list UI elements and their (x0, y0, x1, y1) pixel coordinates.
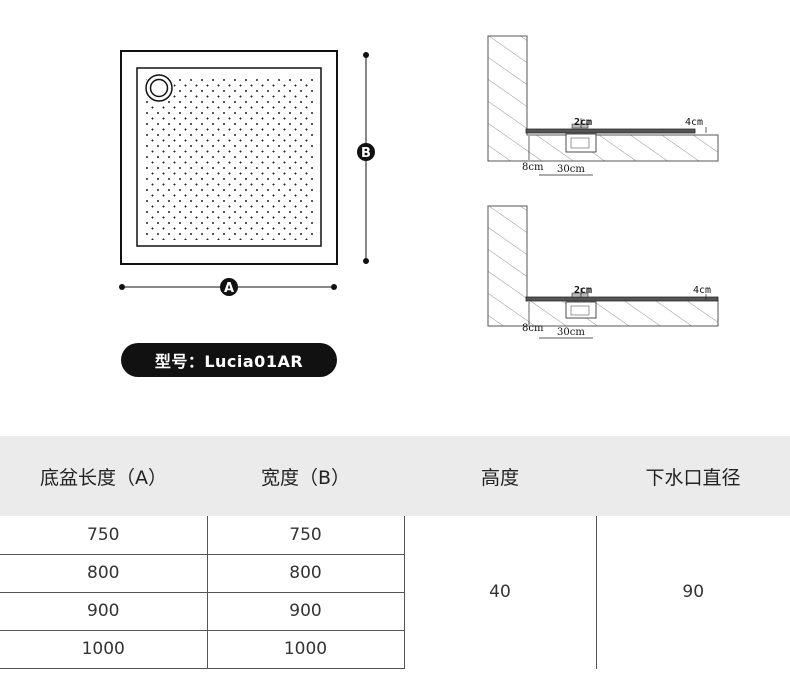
label-30cm: 30cm (557, 164, 585, 175)
dimension-a-label: A (224, 281, 234, 296)
cell-height: 40 (403, 516, 596, 669)
anti-slip-pattern (146, 76, 314, 240)
cell-drain-diameter: 90 (595, 516, 790, 669)
wall-floor-profile (487, 35, 719, 162)
label-4cm: 4cm (693, 285, 711, 296)
drain-inner-ring (149, 78, 169, 98)
cell-length: 800 (0, 553, 207, 593)
spec-table: 底盆长度（A） 宽度（B） 高度 下水口直径 750 750 40 90 800… (0, 436, 790, 670)
drain-cap (571, 292, 589, 298)
label-2cm: 2cm (574, 285, 592, 296)
model-badge: 型号：Lucia01AR (121, 343, 337, 377)
header-width: 宽度（B） (207, 436, 404, 516)
cell-width: 1000 (206, 629, 404, 670)
cell-length: 900 (0, 591, 207, 631)
tray-top-view: A B (119, 50, 375, 296)
dimension-b-marker (357, 143, 375, 161)
tray-drawing: A B (0, 0, 440, 310)
table-row: 900 900 (0, 591, 790, 631)
drain-cap (571, 123, 589, 129)
table-row: 1000 1000 (0, 629, 790, 670)
drain-outer-ring (145, 74, 173, 102)
label-2cm: 2cm (574, 117, 592, 128)
dimension-a-marker (220, 278, 238, 296)
cell-length: 1000 (0, 629, 207, 670)
table-row: 800 800 (0, 553, 790, 593)
tray-section (525, 128, 696, 134)
header-length: 底盆长度（A） (0, 436, 207, 516)
label-4cm: 4cm (685, 117, 703, 128)
cross-section-top: 2cm 4cm 8cm 30cm (487, 35, 719, 176)
model-label: 型号：Lucia01AR (154, 352, 304, 371)
wall-floor-profile (487, 205, 719, 327)
dimension-a-end (331, 284, 337, 290)
drain-trap (565, 133, 597, 153)
dimension-b-end (363, 258, 369, 264)
cross-section-bottom: 2cm 4cm 8cm 30cm (487, 205, 719, 339)
cell-length: 750 (87, 524, 120, 545)
header-drain-diameter: 下水口直径 (596, 436, 790, 516)
label-8cm: 8cm (522, 323, 544, 334)
tray-section (525, 296, 719, 302)
drain-trap (565, 301, 597, 319)
dimension-b-label: B (361, 146, 371, 161)
label-30cm: 30cm (557, 327, 585, 338)
table-row: 750 750 40 90 (0, 516, 790, 669)
dimension-a-start (119, 284, 125, 290)
cell-width: 750 (206, 516, 404, 555)
dimension-b-start (363, 52, 369, 58)
cell-width: 800 (206, 553, 404, 593)
label-8cm: 8cm (522, 162, 544, 173)
table-header-row: 底盆长度（A） 宽度（B） 高度 下水口直径 (0, 436, 790, 516)
header-height: 高度 (404, 436, 596, 516)
cell-width: 900 (206, 591, 404, 631)
